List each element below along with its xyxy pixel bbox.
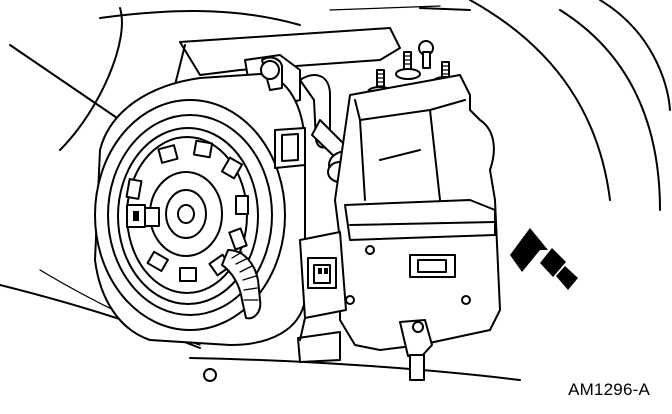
airflow-direction-arrow	[510, 228, 578, 290]
vacuum-hose	[221, 249, 262, 320]
blower-motor	[125, 136, 249, 294]
evaporator-case	[334, 74, 501, 381]
electrical-connector	[297, 231, 347, 363]
figure-id-label: AM1296-A	[568, 380, 650, 399]
motor-vent-slots	[125, 139, 249, 282]
vehicle-body-lines	[0, 0, 671, 382]
